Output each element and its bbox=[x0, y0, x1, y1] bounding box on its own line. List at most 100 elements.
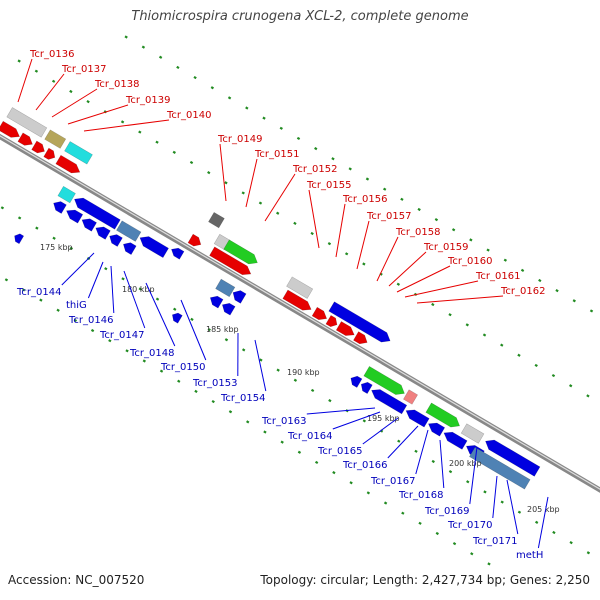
tick-mark bbox=[35, 226, 39, 230]
tick-mark bbox=[551, 373, 556, 378]
gene-shape bbox=[353, 331, 368, 345]
gene-shape bbox=[335, 321, 355, 336]
forward-gene-label: Tcr_0151 bbox=[254, 149, 299, 160]
tick-mark bbox=[401, 511, 405, 515]
leader-line bbox=[35, 73, 65, 111]
leader-line bbox=[469, 446, 478, 505]
reverse-gene-feature bbox=[215, 278, 236, 298]
leader-line bbox=[83, 119, 170, 132]
leader-line bbox=[219, 143, 227, 202]
tick-mark bbox=[328, 398, 332, 403]
tick-mark bbox=[362, 419, 367, 423]
tick-mark bbox=[552, 530, 556, 535]
leader-line bbox=[415, 429, 429, 475]
tick-mark bbox=[586, 551, 591, 555]
gene-shape bbox=[209, 246, 252, 276]
reverse-gene-label: Tcr_0146 bbox=[68, 315, 113, 326]
tick-mark bbox=[465, 323, 469, 327]
gene-shape bbox=[44, 129, 67, 149]
tick-mark bbox=[17, 216, 22, 220]
gene-shape bbox=[428, 422, 446, 437]
reverse-gene-feature bbox=[371, 389, 408, 415]
tick-mark bbox=[121, 277, 125, 281]
tick-mark bbox=[483, 490, 487, 494]
reverse-gene-feature bbox=[209, 295, 224, 309]
gene-shape bbox=[74, 197, 121, 230]
forward-gene-label: Tcr_0152 bbox=[292, 164, 337, 175]
gene-shape bbox=[363, 366, 405, 395]
tick-mark bbox=[310, 388, 315, 393]
tick-mark bbox=[482, 333, 487, 337]
tick-mark bbox=[534, 520, 539, 524]
reverse-gene-label: Tcr_0164 bbox=[287, 431, 332, 442]
genome-backbone bbox=[0, 133, 600, 493]
reverse-gene-label: Tcr_0171 bbox=[472, 536, 517, 547]
leader-line bbox=[356, 220, 370, 270]
gene-shape bbox=[443, 431, 468, 450]
reverse-gene-feature bbox=[57, 185, 76, 204]
tick-mark bbox=[4, 278, 9, 282]
reverse-gene-label: Tcr_0163 bbox=[261, 416, 306, 427]
leader-line bbox=[492, 475, 498, 519]
tick-mark bbox=[172, 150, 176, 154]
forward-gene-label: Tcr_0137 bbox=[61, 64, 106, 75]
gene-shape bbox=[208, 211, 225, 229]
tick-mark bbox=[224, 338, 229, 342]
forward-gene-label: Tcr_0161 bbox=[475, 271, 520, 282]
tick-mark bbox=[210, 86, 215, 90]
reverse-gene-feature bbox=[425, 402, 460, 428]
gene-shape bbox=[171, 247, 185, 260]
gene-shape bbox=[6, 107, 48, 138]
leader-line bbox=[254, 339, 267, 392]
gene-shape bbox=[64, 141, 93, 165]
reverse-gene-feature bbox=[74, 197, 121, 230]
tick-mark bbox=[555, 289, 559, 293]
tick-mark bbox=[296, 136, 301, 141]
tick-mark bbox=[349, 481, 353, 485]
tick-mark bbox=[327, 242, 332, 246]
tick-mark bbox=[534, 363, 538, 368]
tick-mark bbox=[241, 191, 245, 195]
tick-mark bbox=[434, 218, 439, 222]
forward-gene-label: Tcr_0159 bbox=[423, 242, 468, 253]
reverse-gene-feature bbox=[171, 247, 185, 260]
leader-line bbox=[537, 496, 549, 549]
reverse-gene-feature bbox=[469, 446, 531, 490]
reverse-gene-feature bbox=[428, 422, 446, 437]
tick-mark bbox=[520, 268, 525, 272]
reverse-gene-label: Tcr_0166 bbox=[342, 460, 387, 471]
reverse-gene-feature bbox=[123, 242, 137, 255]
tick-mark bbox=[176, 65, 180, 70]
gene-shape bbox=[17, 132, 33, 146]
reverse-gene-label: metH bbox=[516, 550, 543, 561]
reverse-gene-label: Tcr_0153 bbox=[192, 378, 237, 389]
leader-line bbox=[264, 173, 296, 222]
reverse-gene-label: thiG bbox=[66, 300, 87, 311]
leader-line bbox=[17, 58, 33, 103]
tick-mark bbox=[120, 120, 125, 124]
tick-mark bbox=[569, 541, 573, 545]
reverse-gene-feature bbox=[109, 234, 123, 247]
tick-mark bbox=[207, 171, 211, 175]
leader-line bbox=[506, 479, 519, 535]
reverse-gene-feature bbox=[443, 431, 468, 450]
tick-mark bbox=[124, 35, 128, 39]
leader-line bbox=[362, 417, 399, 445]
tick-mark bbox=[262, 116, 266, 120]
tick-mark bbox=[228, 410, 233, 414]
gene-shape bbox=[215, 278, 236, 298]
tick-mark bbox=[400, 197, 404, 201]
reverse-gene-feature bbox=[460, 423, 485, 444]
tick-mark bbox=[194, 389, 198, 394]
tick-mark bbox=[159, 369, 164, 373]
gene-shape bbox=[172, 312, 183, 324]
tick-mark bbox=[258, 201, 263, 205]
forward-gene-feature bbox=[44, 129, 67, 149]
gene-shape bbox=[95, 226, 111, 240]
reverse-gene-label: Tcr_0147 bbox=[99, 330, 144, 341]
tick-mark bbox=[158, 55, 163, 59]
gene-shape bbox=[109, 234, 123, 247]
tick-mark bbox=[279, 126, 283, 130]
tick-mark bbox=[276, 211, 280, 215]
tick-mark bbox=[431, 459, 435, 464]
